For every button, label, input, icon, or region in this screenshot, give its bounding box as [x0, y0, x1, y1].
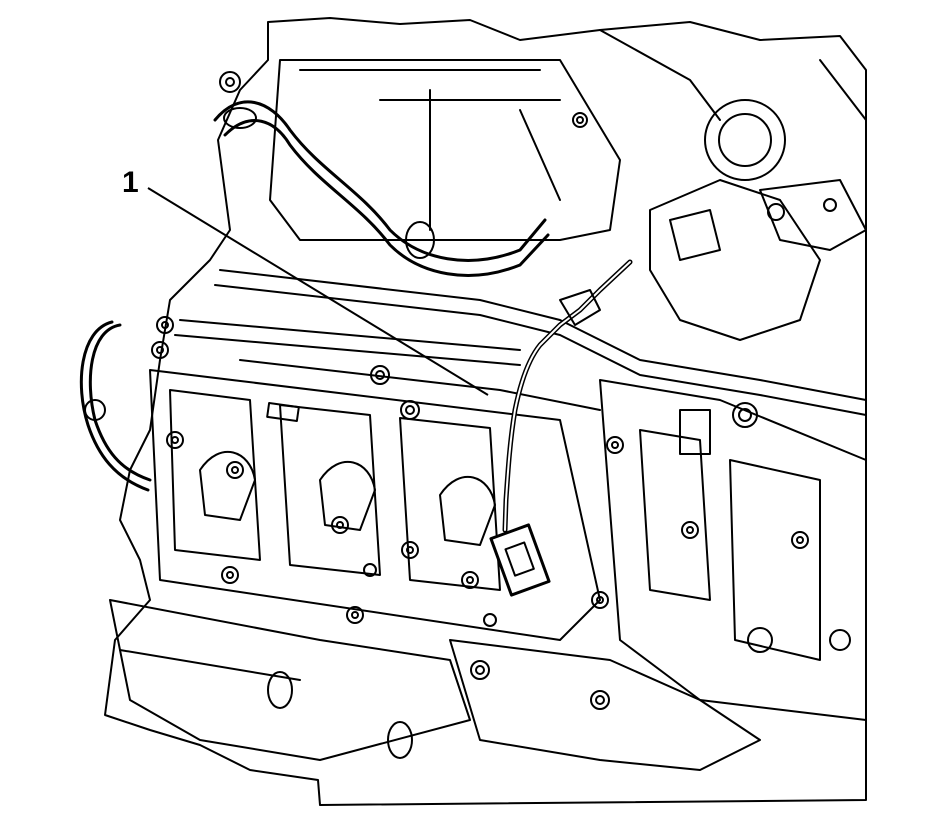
- callout-leader-line: [147, 187, 489, 396]
- engine-illustration: [79, 17, 867, 806]
- callout-label-1: 1: [122, 166, 139, 199]
- sensor-harness: [489, 259, 633, 597]
